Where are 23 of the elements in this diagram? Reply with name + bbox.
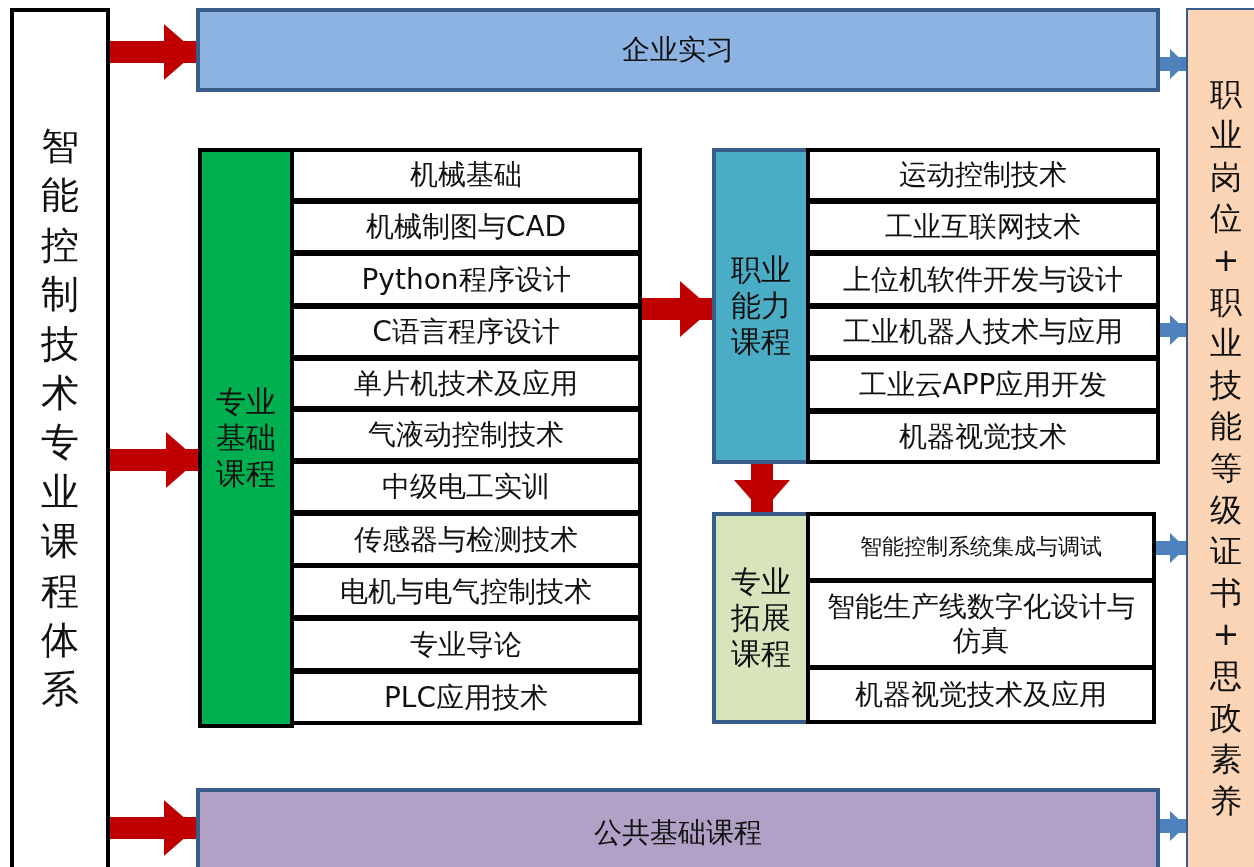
arrow [1156, 533, 1186, 563]
course-box: 工业互联网技术 [806, 200, 1160, 254]
arrow [734, 464, 790, 512]
arrow [110, 800, 196, 856]
course-box: 智能生产线数字化设计与仿真 [806, 579, 1156, 669]
course-box: 上位机软件开发与设计 [806, 252, 1160, 307]
course-box: 机器视觉技术及应用 [806, 666, 1156, 724]
arrow [110, 24, 196, 80]
arrow [642, 281, 712, 337]
course-box: 运动控制技术 [806, 148, 1160, 202]
arrow [1160, 315, 1186, 345]
arrow [110, 432, 198, 488]
system-box: 智能控制技术专业课程体系 [10, 8, 110, 867]
arrow [1160, 811, 1186, 841]
course-box: 智能控制系统集成与调试 [806, 512, 1156, 582]
course-box: 机器视觉技术 [806, 410, 1160, 464]
public-course-bar: 公共基础课程 [196, 788, 1160, 867]
internship-bar: 企业实习 [196, 8, 1160, 92]
arrow [1160, 49, 1186, 79]
category-box: 专业基础课程 [198, 148, 294, 728]
outcome-box: 职业岗位+职业技能等级证书+思政素养 [1186, 8, 1254, 867]
course-box: 工业云APP应用开发 [806, 357, 1160, 412]
course-box: 工业机器人技术与应用 [806, 305, 1160, 359]
